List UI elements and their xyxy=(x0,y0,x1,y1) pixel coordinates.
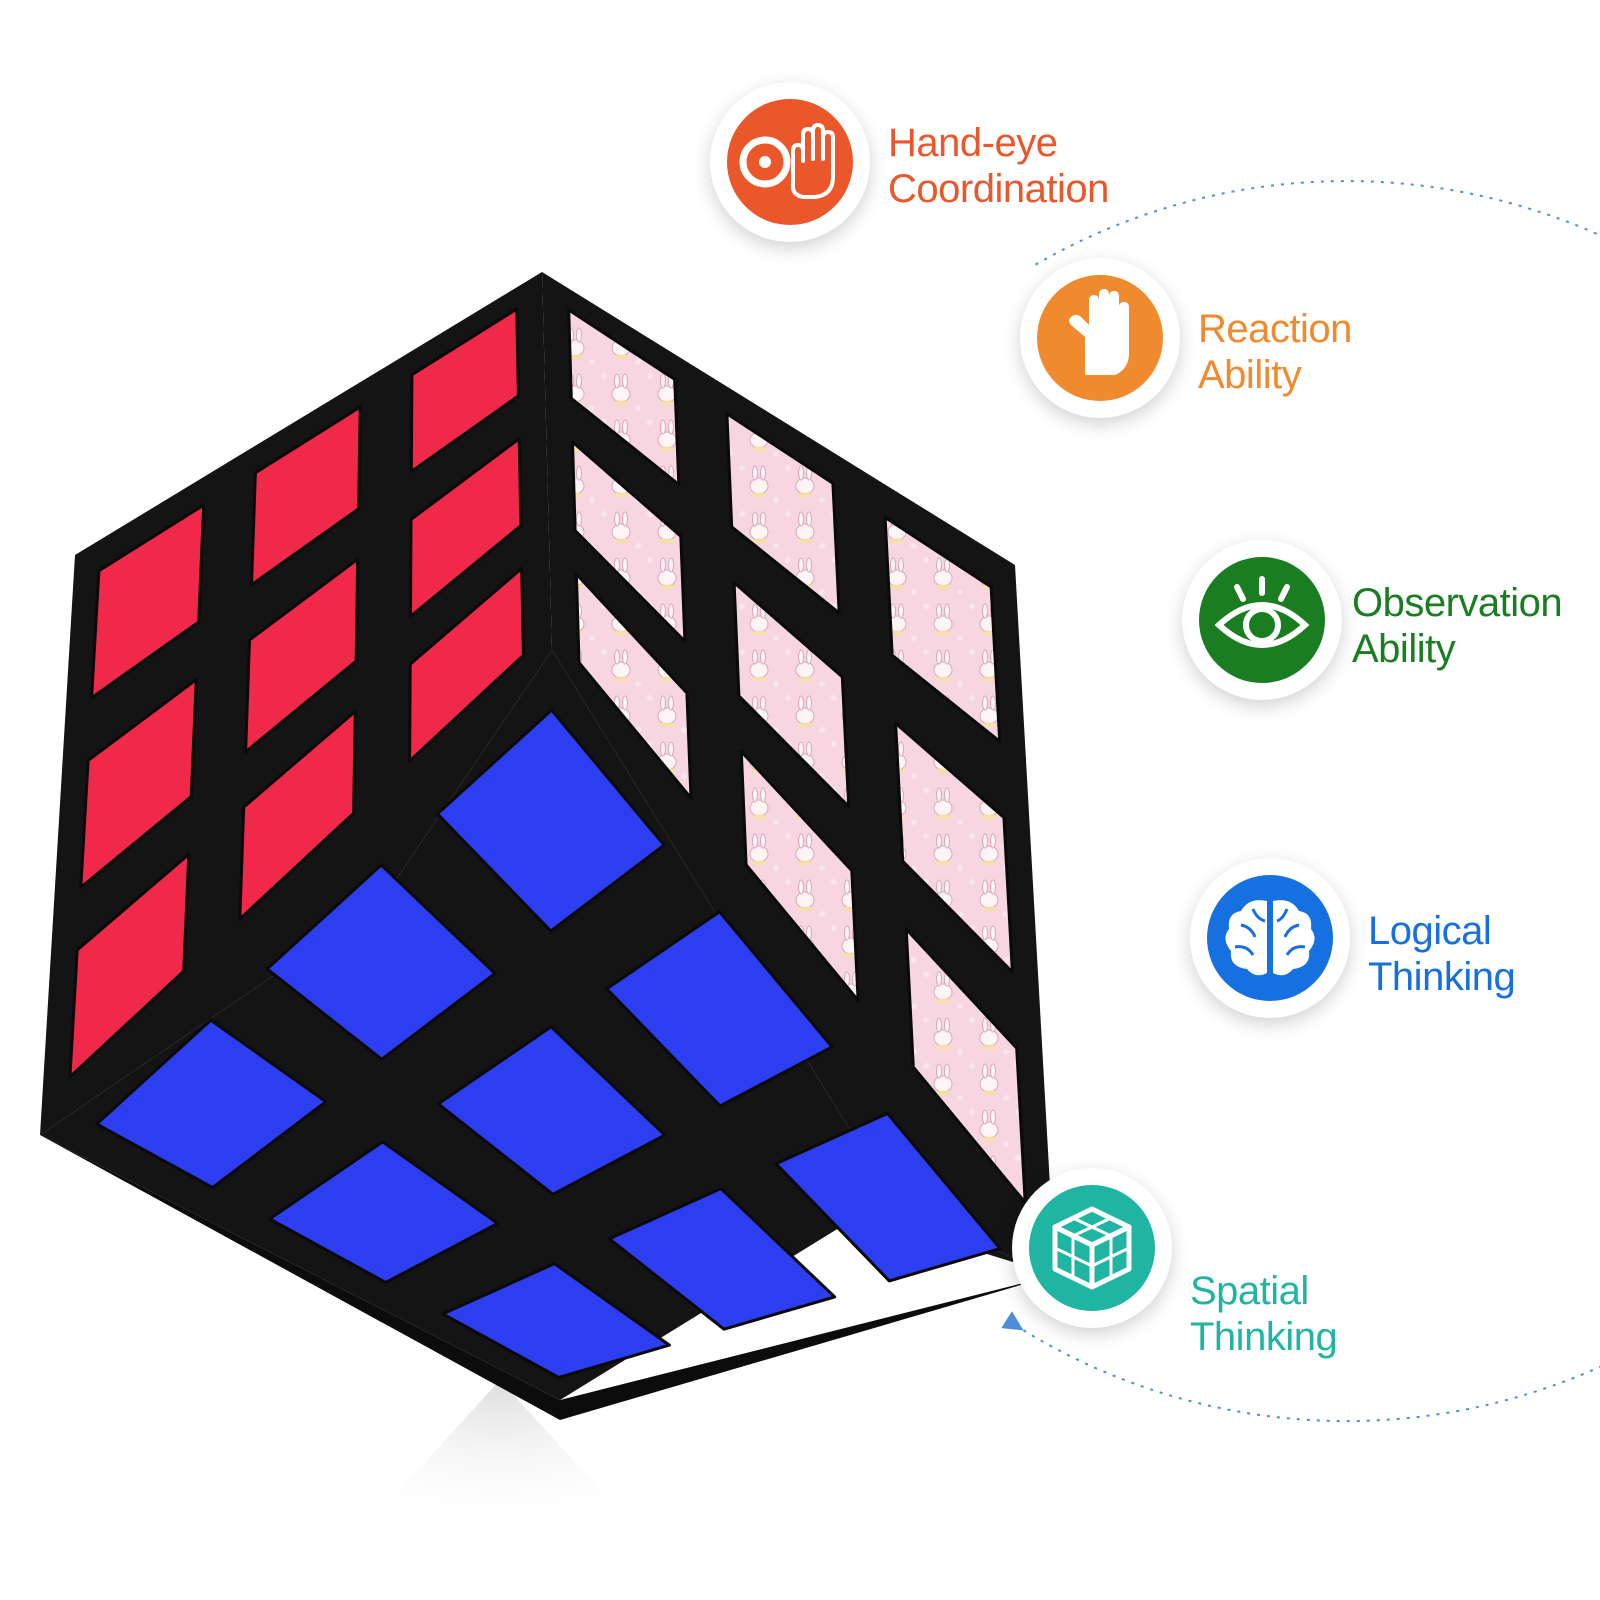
bottom-face-sticker xyxy=(436,1025,667,1196)
left-face-sticker xyxy=(244,557,360,754)
left-face-sticker xyxy=(90,503,206,700)
right-face-sticker xyxy=(571,440,687,643)
left-face-sticker xyxy=(409,437,523,618)
hand-icon xyxy=(1037,275,1163,401)
left-face-sticker xyxy=(408,566,525,763)
bottom-face-sticker xyxy=(268,1140,500,1284)
bottom-face-sticker xyxy=(605,910,834,1108)
left-face-sticker xyxy=(409,307,520,474)
hand-eye-badge xyxy=(710,82,870,242)
right-face-sticker xyxy=(732,581,851,809)
bottom-face-sticker xyxy=(607,1187,837,1331)
spatial-badge xyxy=(1012,1168,1172,1328)
observation-label: Observation Ability xyxy=(1352,581,1563,671)
feature-observation: Observation Ability xyxy=(1182,540,1600,700)
logical-label: Logical Thinking xyxy=(1368,909,1516,999)
bottom-face-sticker xyxy=(95,1018,328,1190)
right-face-sticker xyxy=(725,412,841,615)
right-face-sticker xyxy=(739,750,860,1002)
feature-hand-eye: Hand-eye Coordination xyxy=(710,82,1270,242)
logical-badge xyxy=(1190,858,1350,1018)
feature-spatial: Spatial Thinking xyxy=(1012,1168,1572,1359)
brain-icon xyxy=(1207,875,1333,1001)
eye-hand-icon xyxy=(727,99,853,225)
hand-eye-label: Hand-eye Coordination xyxy=(888,121,1109,211)
observation-badge xyxy=(1182,540,1342,700)
left-face-sticker xyxy=(68,852,191,1079)
reaction-badge xyxy=(1020,258,1180,418)
reaction-label: Reaction Ability xyxy=(1198,307,1352,397)
left-face-sticker xyxy=(238,709,357,921)
right-face-sticker xyxy=(574,572,693,800)
bottom-face-sticker xyxy=(435,708,666,933)
bottom-face-sticker xyxy=(441,1262,671,1379)
spatial-label: Spatial Thinking xyxy=(1190,1269,1338,1359)
feature-logical: Logical Thinking xyxy=(1190,858,1600,1018)
feature-reaction: Reaction Ability xyxy=(1020,258,1580,418)
right-face-sticker xyxy=(567,308,681,486)
floor-reflection xyxy=(300,1380,700,1600)
puzzle-cube xyxy=(40,272,1055,1420)
left-face-sticker xyxy=(79,678,198,889)
cube-icon xyxy=(1029,1185,1155,1311)
right-face-sticker xyxy=(883,515,1002,743)
bottom-face-sticker xyxy=(265,863,497,1061)
bottom-face-sticker xyxy=(774,1111,1002,1283)
left-face-sticker xyxy=(250,405,362,587)
right-face-sticker xyxy=(894,721,1014,974)
eye-icon xyxy=(1199,557,1325,683)
